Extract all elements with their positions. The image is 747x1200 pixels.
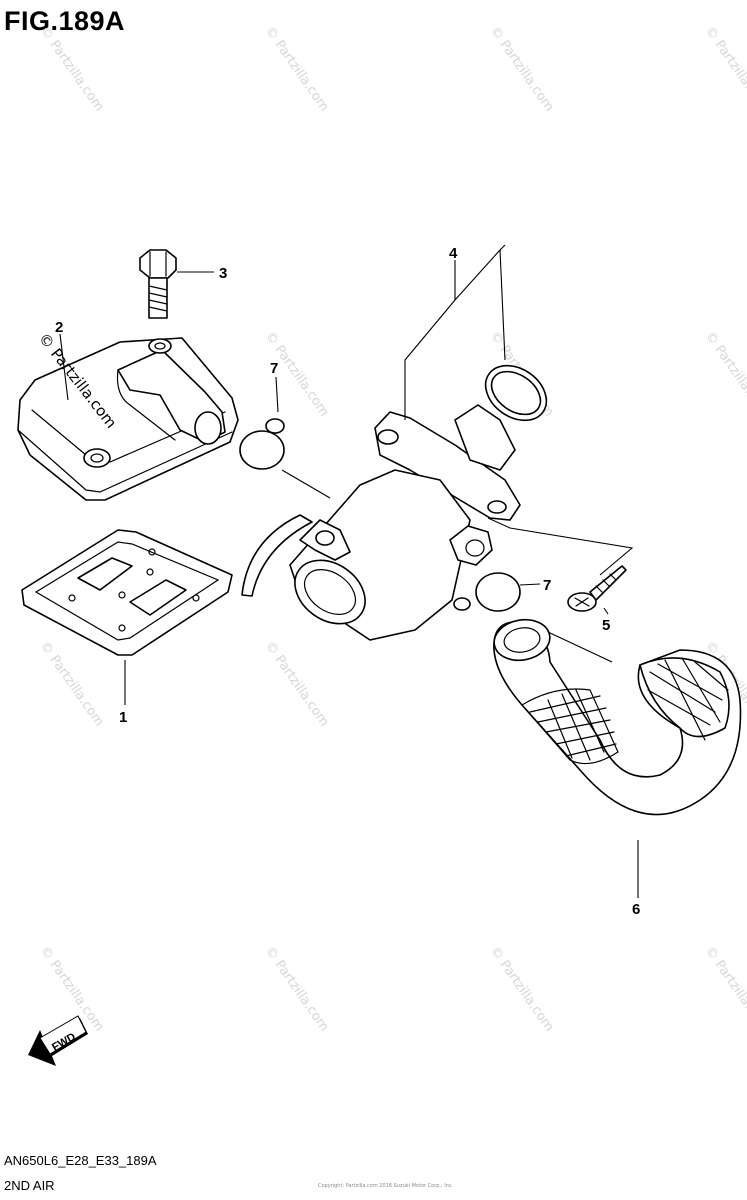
part-5-screw[interactable] — [567, 565, 627, 612]
watermark: © Partzilla.com — [702, 24, 747, 115]
callout-5: 5 — [602, 617, 610, 634]
watermark: © Partzilla.com — [262, 639, 332, 730]
callout-7-lower: 7 — [543, 577, 551, 594]
watermark: © Partzilla.com — [37, 639, 107, 730]
part-6-hose[interactable] — [491, 615, 742, 816]
callout-6: 6 — [632, 901, 640, 918]
watermark: © Partzilla.com — [37, 24, 107, 115]
second-air-valve[interactable] — [283, 404, 521, 641]
copyright-note: Copyright: Partzilla.com 2016 Suzuki Mot… — [318, 1183, 454, 1189]
part-7-clamp-upper[interactable] — [239, 418, 285, 470]
watermark: © Partzilla.com — [487, 24, 557, 115]
fwd-arrow-icon: FWD — [28, 1015, 88, 1066]
callout-7-upper: 7 — [270, 360, 278, 377]
part-4-o-ring[interactable] — [475, 354, 557, 431]
watermark: © Partzilla.com — [262, 944, 332, 1035]
callout-3: 3 — [219, 265, 227, 282]
watermark: © Partzilla.com — [262, 24, 332, 115]
watermark: © Partzilla.com — [702, 944, 747, 1035]
callout-2: 2 — [55, 319, 63, 336]
part-7-clamp-lower[interactable] — [453, 572, 521, 612]
leader-lines — [59, 244, 639, 898]
watermark: © Partzilla.com — [702, 329, 747, 420]
callout-4: 4 — [449, 245, 458, 262]
part-2-valve-cover[interactable]: © Partzilla.com — [17, 329, 239, 501]
part-1-gasket[interactable] — [21, 529, 233, 656]
callout-1: 1 — [119, 709, 127, 726]
part-3-bolt[interactable] — [139, 249, 177, 319]
watermark: © Partzilla.com — [487, 944, 557, 1035]
figure-subtitle: 2ND AIR — [4, 1178, 55, 1193]
figure-title: FIG.189A — [4, 6, 126, 36]
hose-clip[interactable] — [241, 514, 313, 597]
figure-code: AN650L6_E28_E33_189A — [4, 1153, 157, 1168]
